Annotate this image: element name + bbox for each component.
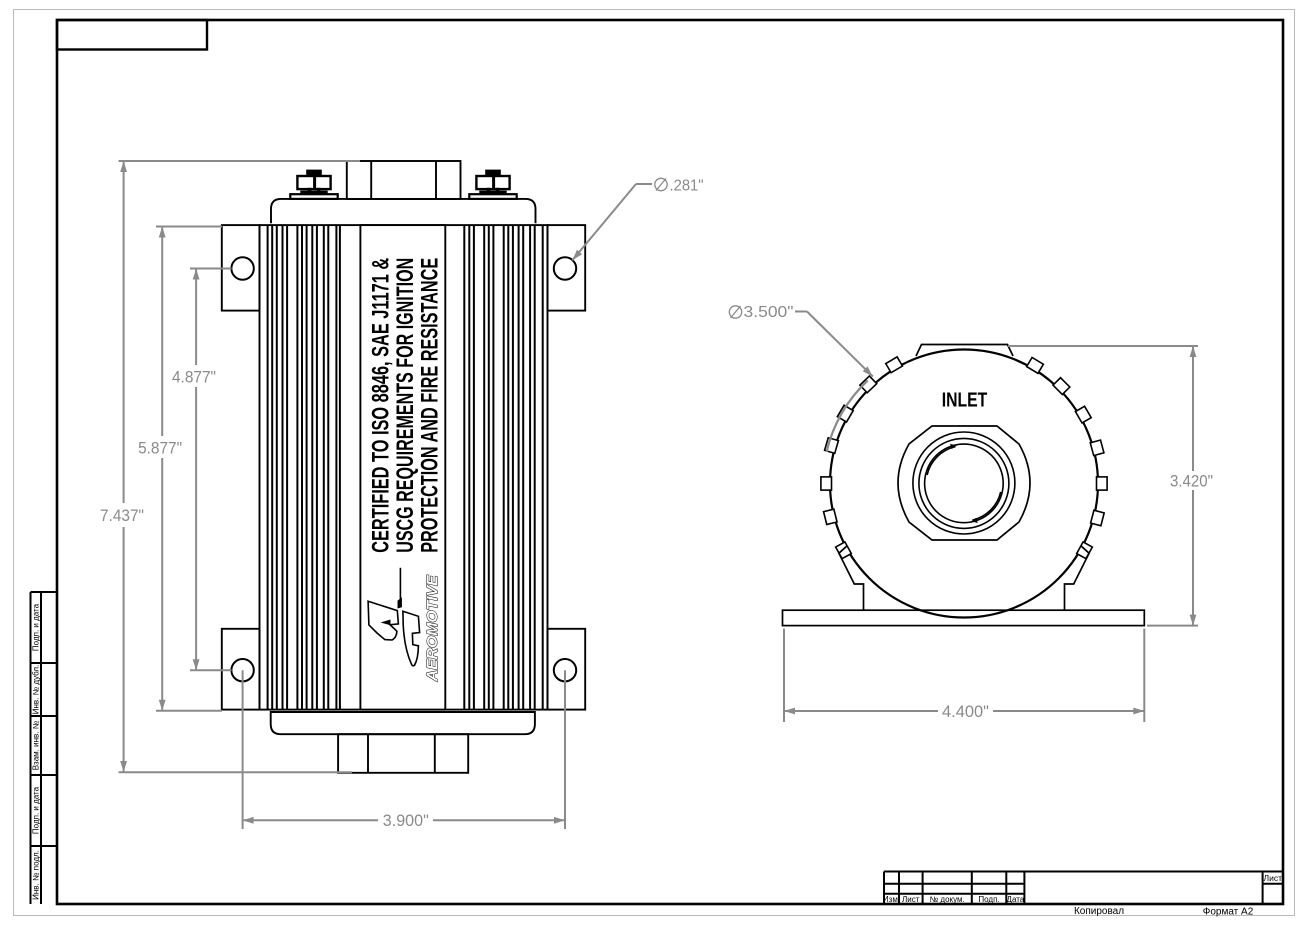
svg-text:AEROMOTIVE: AEROMOTIVE xyxy=(424,574,441,682)
svg-text:INLET: INLET xyxy=(942,389,988,412)
svg-text:Инв. № дубл.: Инв. № дубл. xyxy=(32,665,41,715)
svg-text:Формат А2: Формат А2 xyxy=(1203,907,1254,918)
svg-text:3.900": 3.900" xyxy=(383,812,429,830)
svg-text:5.877": 5.877" xyxy=(138,440,182,458)
svg-text:3.420": 3.420" xyxy=(1170,473,1213,491)
svg-text:4.877": 4.877" xyxy=(172,369,216,387)
svg-text:4.400": 4.400" xyxy=(942,703,989,721)
svg-text:Взам. инв. №: Взам. инв. № xyxy=(32,720,41,770)
svg-text:USCG REQUIREMENTS FOR IGNITION: USCG REQUIREMENTS FOR IGNITION xyxy=(392,258,419,553)
svg-text:3.500": 3.500" xyxy=(744,304,794,321)
svg-text:Инв. № подл.: Инв. № подл. xyxy=(32,850,41,900)
svg-text:Дата: Дата xyxy=(1007,895,1025,904)
svg-text:Копировал: Копировал xyxy=(1074,906,1124,917)
svg-text:CERTIFIED TO ISO 8846, SAE J11: CERTIFIED TO ISO 8846, SAE J1171 & xyxy=(367,258,394,553)
svg-text:PROTECTION AND FIRE RESISTANCE: PROTECTION AND FIRE RESISTANCE xyxy=(417,258,444,553)
svg-text:7.437": 7.437" xyxy=(100,507,144,525)
svg-text:Изм.: Изм. xyxy=(883,895,900,904)
svg-text:Подп. и дата: Подп. и дата xyxy=(32,603,41,651)
svg-text:Лист: Лист xyxy=(1264,873,1283,883)
svg-text:Подп.: Подп. xyxy=(978,895,999,904)
svg-text:.281": .281" xyxy=(670,178,704,195)
svg-text:Подп. и дата: Подп. и дата xyxy=(32,786,41,834)
svg-text:№ докум.: № докум. xyxy=(930,895,965,904)
svg-text:Лист: Лист xyxy=(902,895,920,904)
